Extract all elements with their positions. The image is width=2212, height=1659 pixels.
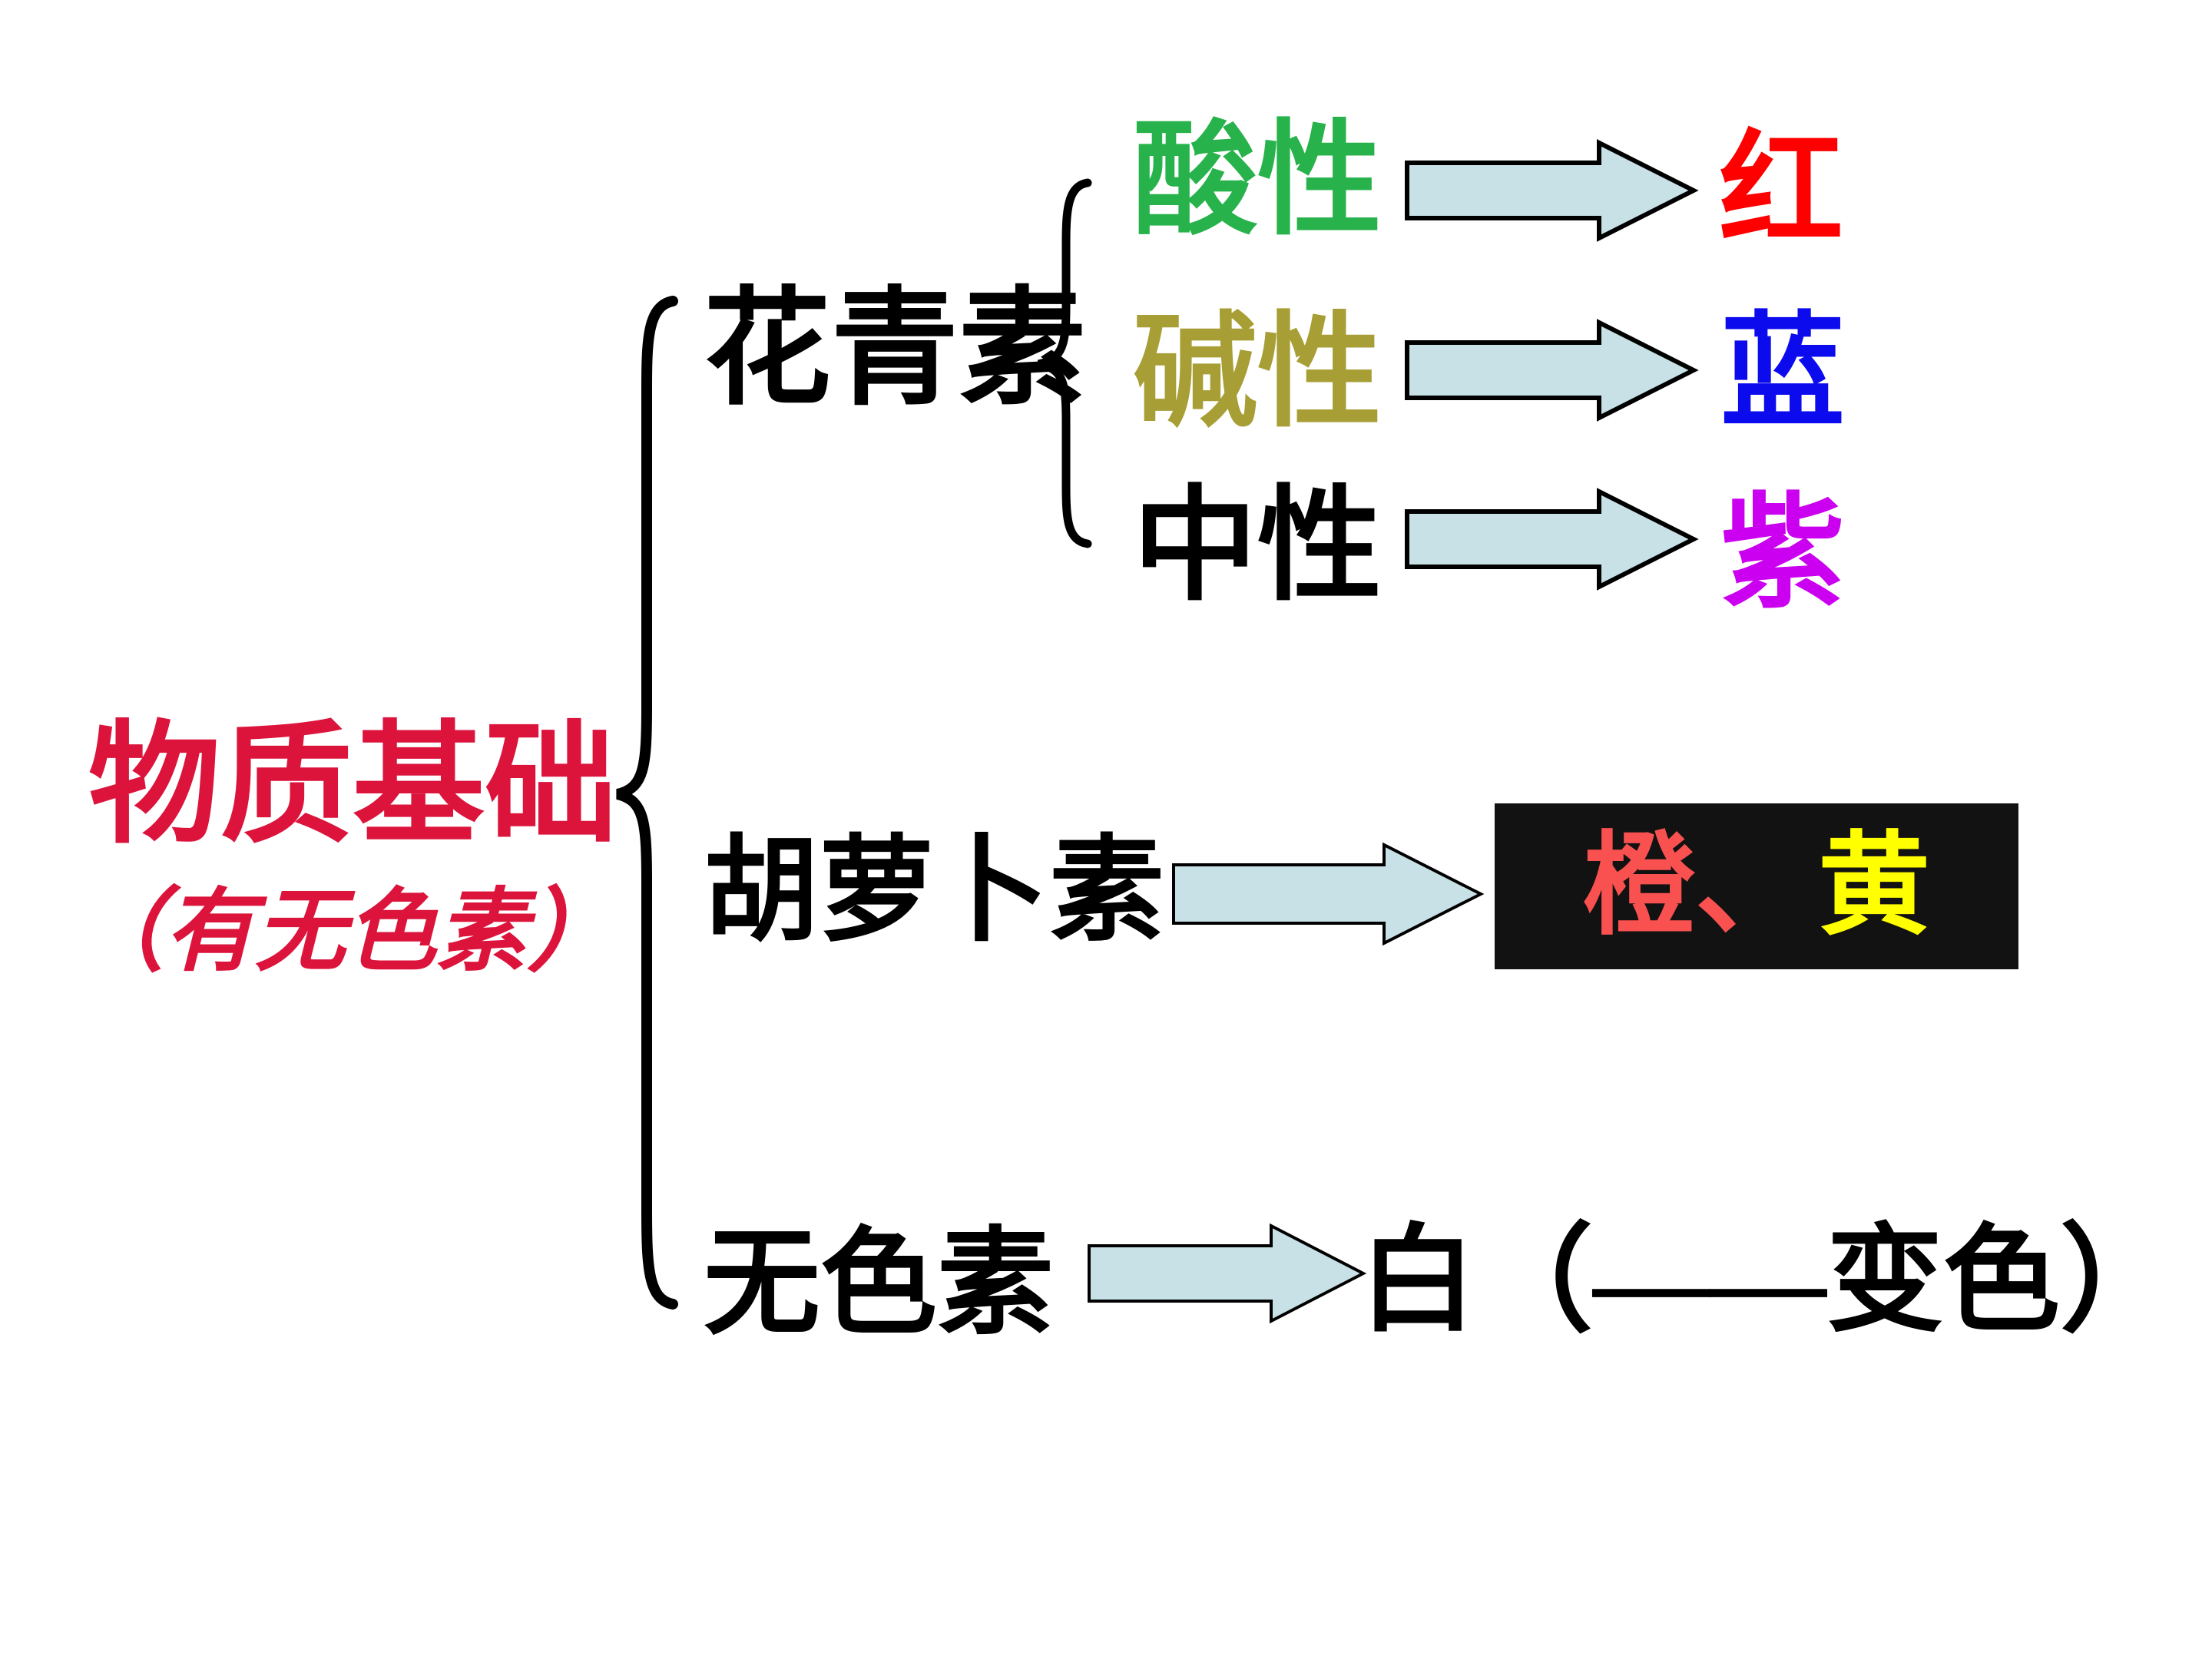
root-subtitle: （有无色素） [74, 882, 618, 982]
no-pigment-label: 无色素 [704, 1220, 1054, 1349]
root-title: 物质基础 [88, 714, 617, 859]
purple-result-label: 紫 [1720, 486, 1845, 624]
carotene-arrow-icon [1172, 842, 1485, 946]
yellow-result-label: 黄 [1818, 824, 1930, 949]
outer-brace [616, 296, 678, 1310]
acidic-condition-label: 酸性 [1133, 113, 1382, 250]
blue-result-label: 蓝 [1720, 305, 1845, 442]
neutral-arrow-icon [1405, 488, 1699, 591]
carotene-result-box: 橙、 黄 [1495, 803, 2018, 969]
neutral-condition-label: 中性 [1133, 478, 1382, 616]
anthocyanin-brace [1037, 178, 1092, 548]
anthocyanin-label: 花青素 [704, 279, 1086, 420]
red-result-label: 红 [1719, 123, 1843, 260]
acidic-arrow-icon [1405, 139, 1699, 242]
alkaline-arrow-icon [1405, 319, 1699, 422]
carotene-label: 胡萝卜素 [704, 828, 1165, 955]
white-result-label: 白（——变色） [1359, 1217, 2177, 1346]
alkaline-condition-label: 碱性 [1133, 305, 1382, 442]
orange-result-label: 橙、 [1583, 824, 1807, 949]
no-pigment-arrow-icon [1088, 1223, 1367, 1324]
